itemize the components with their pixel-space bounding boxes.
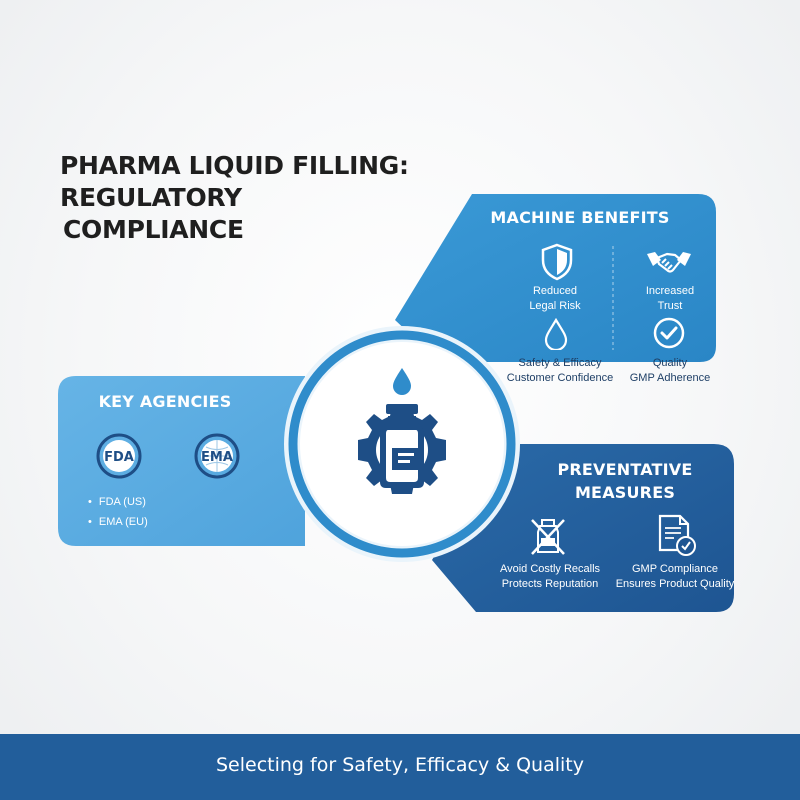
vial-gear-icon <box>358 368 446 494</box>
fda-logo-text: FDA <box>104 450 134 465</box>
compliance-document-icon <box>658 514 696 556</box>
agency-list: FDA (US) EMA (EU) <box>88 492 148 532</box>
page-title: PHARMA LIQUID FILLING: REGULATORY COMPLI… <box>60 150 580 246</box>
title-line-2: COMPLIANCE <box>63 215 244 244</box>
fda-logo-icon: FDA <box>96 433 142 479</box>
measure-avoid-recalls: Avoid Costly Recalls Protects Reputation <box>499 563 601 590</box>
droplet-icon <box>544 318 568 350</box>
ema-logo-text: EMA <box>201 450 233 465</box>
benefit-increased-trust: Increased Trust <box>645 285 695 312</box>
benefit-quality-gmp: Quality GMP Adherence <box>629 357 711 384</box>
measure-gmp-compliance: GMP Compliance Ensures Product Quality <box>615 563 735 590</box>
key-agencies-heading: KEY AGENCIES <box>98 392 232 411</box>
footer-text: Selecting for Safety, Efficacy & Quality <box>216 754 584 776</box>
footer-bar: Selecting for Safety, Efficacy & Quality <box>0 734 800 800</box>
agency-list-item: FDA (US) <box>88 492 148 512</box>
benefit-reduced-legal-risk: Reduced Legal Risk <box>529 285 581 312</box>
no-bottle-icon <box>531 519 565 555</box>
preventative-measures-heading: PREVENTATIVE MEASURES <box>557 460 693 502</box>
title-line-1: PHARMA LIQUID FILLING: REGULATORY <box>60 151 409 212</box>
center-blue-ring <box>288 330 516 558</box>
ema-logo-icon: EMA <box>194 433 240 479</box>
handshake-icon <box>647 252 691 273</box>
shield-icon <box>541 243 573 281</box>
agency-list-item: EMA (EU) <box>88 512 148 532</box>
benefit-safety-efficacy: Safety & Efficacy Customer Confidence <box>506 357 614 384</box>
machine-benefits-heading: MACHINE BENEFITS <box>490 208 670 227</box>
check-circle-icon <box>653 317 685 349</box>
